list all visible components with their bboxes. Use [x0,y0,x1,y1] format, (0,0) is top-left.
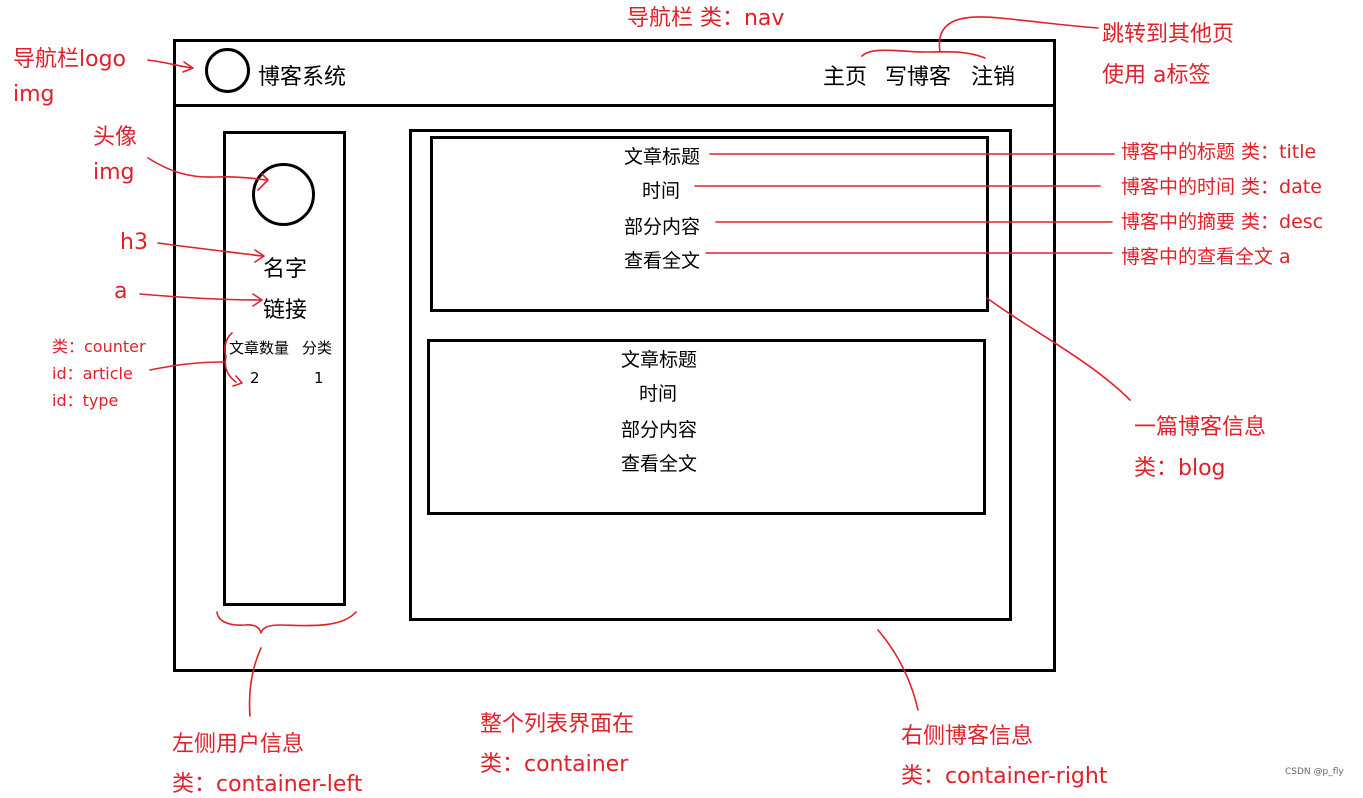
blog-2-title: 文章标题 [621,349,698,371]
label-desc: 博客中的摘要 类：desc [1121,211,1324,233]
blog-1-title: 文章标题 [624,146,701,168]
nav-link-logout[interactable]: 注销 [971,65,1016,90]
nav-link-home[interactable]: 主页 [823,65,868,90]
label-avatar-2: img [93,160,135,185]
label-right-2: 类：container-right [901,764,1108,789]
label-left-1: 左侧用户信息 [172,732,305,757]
label-left-2: 类：container-left [172,772,363,797]
avatar-circle [252,163,315,226]
label-blog-2: 类：blog [1134,456,1226,481]
label-more: 博客中的查看全文 a [1121,246,1291,268]
blog-box-1 [430,136,989,312]
label-nav: 导航栏 类：nav [627,6,785,31]
label-container-1: 整个列表界面在 [480,712,635,737]
logo-circle [205,48,250,93]
user-name: 名字 [263,257,308,282]
label-title: 博客中的标题 类：title [1121,141,1317,163]
counter-value-types: 1 [314,369,324,387]
user-link[interactable]: 链接 [263,298,308,323]
label-a: a [114,279,128,304]
label-avatar-1: 头像 [93,125,138,150]
label-right-1: 右侧博客信息 [901,724,1034,749]
watermark: CSDN @p_fly [1285,767,1344,777]
label-counter-1: 类：counter [52,337,146,356]
label-logo-1: 导航栏logo [13,47,126,72]
blog-1-desc: 部分内容 [624,216,701,238]
blog-box-2 [427,339,986,515]
label-date: 博客中的时间 类：date [1121,176,1322,198]
counter-value-articles: 2 [250,369,260,387]
brand-title: 博客系统 [258,65,347,90]
counter-header-types: 分类 [302,339,333,357]
counter-header-articles: 文章数量 [229,339,290,357]
nav-link-write[interactable]: 写博客 [885,65,952,90]
label-links-1: 跳转到其他页 [1102,22,1235,47]
blog-2-desc: 部分内容 [621,419,698,441]
blog-2-date: 时间 [639,383,678,405]
blog-1-date: 时间 [642,180,681,202]
label-h3: h3 [120,230,148,255]
label-links-2: 使用 a标签 [1102,63,1211,88]
blog-2-more[interactable]: 查看全文 [621,453,698,475]
nav-divider [173,104,1056,107]
label-counter-2: id：article [52,364,133,383]
label-logo-2: img [13,82,55,107]
blog-1-more[interactable]: 查看全文 [624,250,701,272]
label-blog-1: 一篇博客信息 [1134,415,1267,440]
label-container-2: 类：container [480,752,629,777]
label-counter-3: id：type [52,391,119,410]
